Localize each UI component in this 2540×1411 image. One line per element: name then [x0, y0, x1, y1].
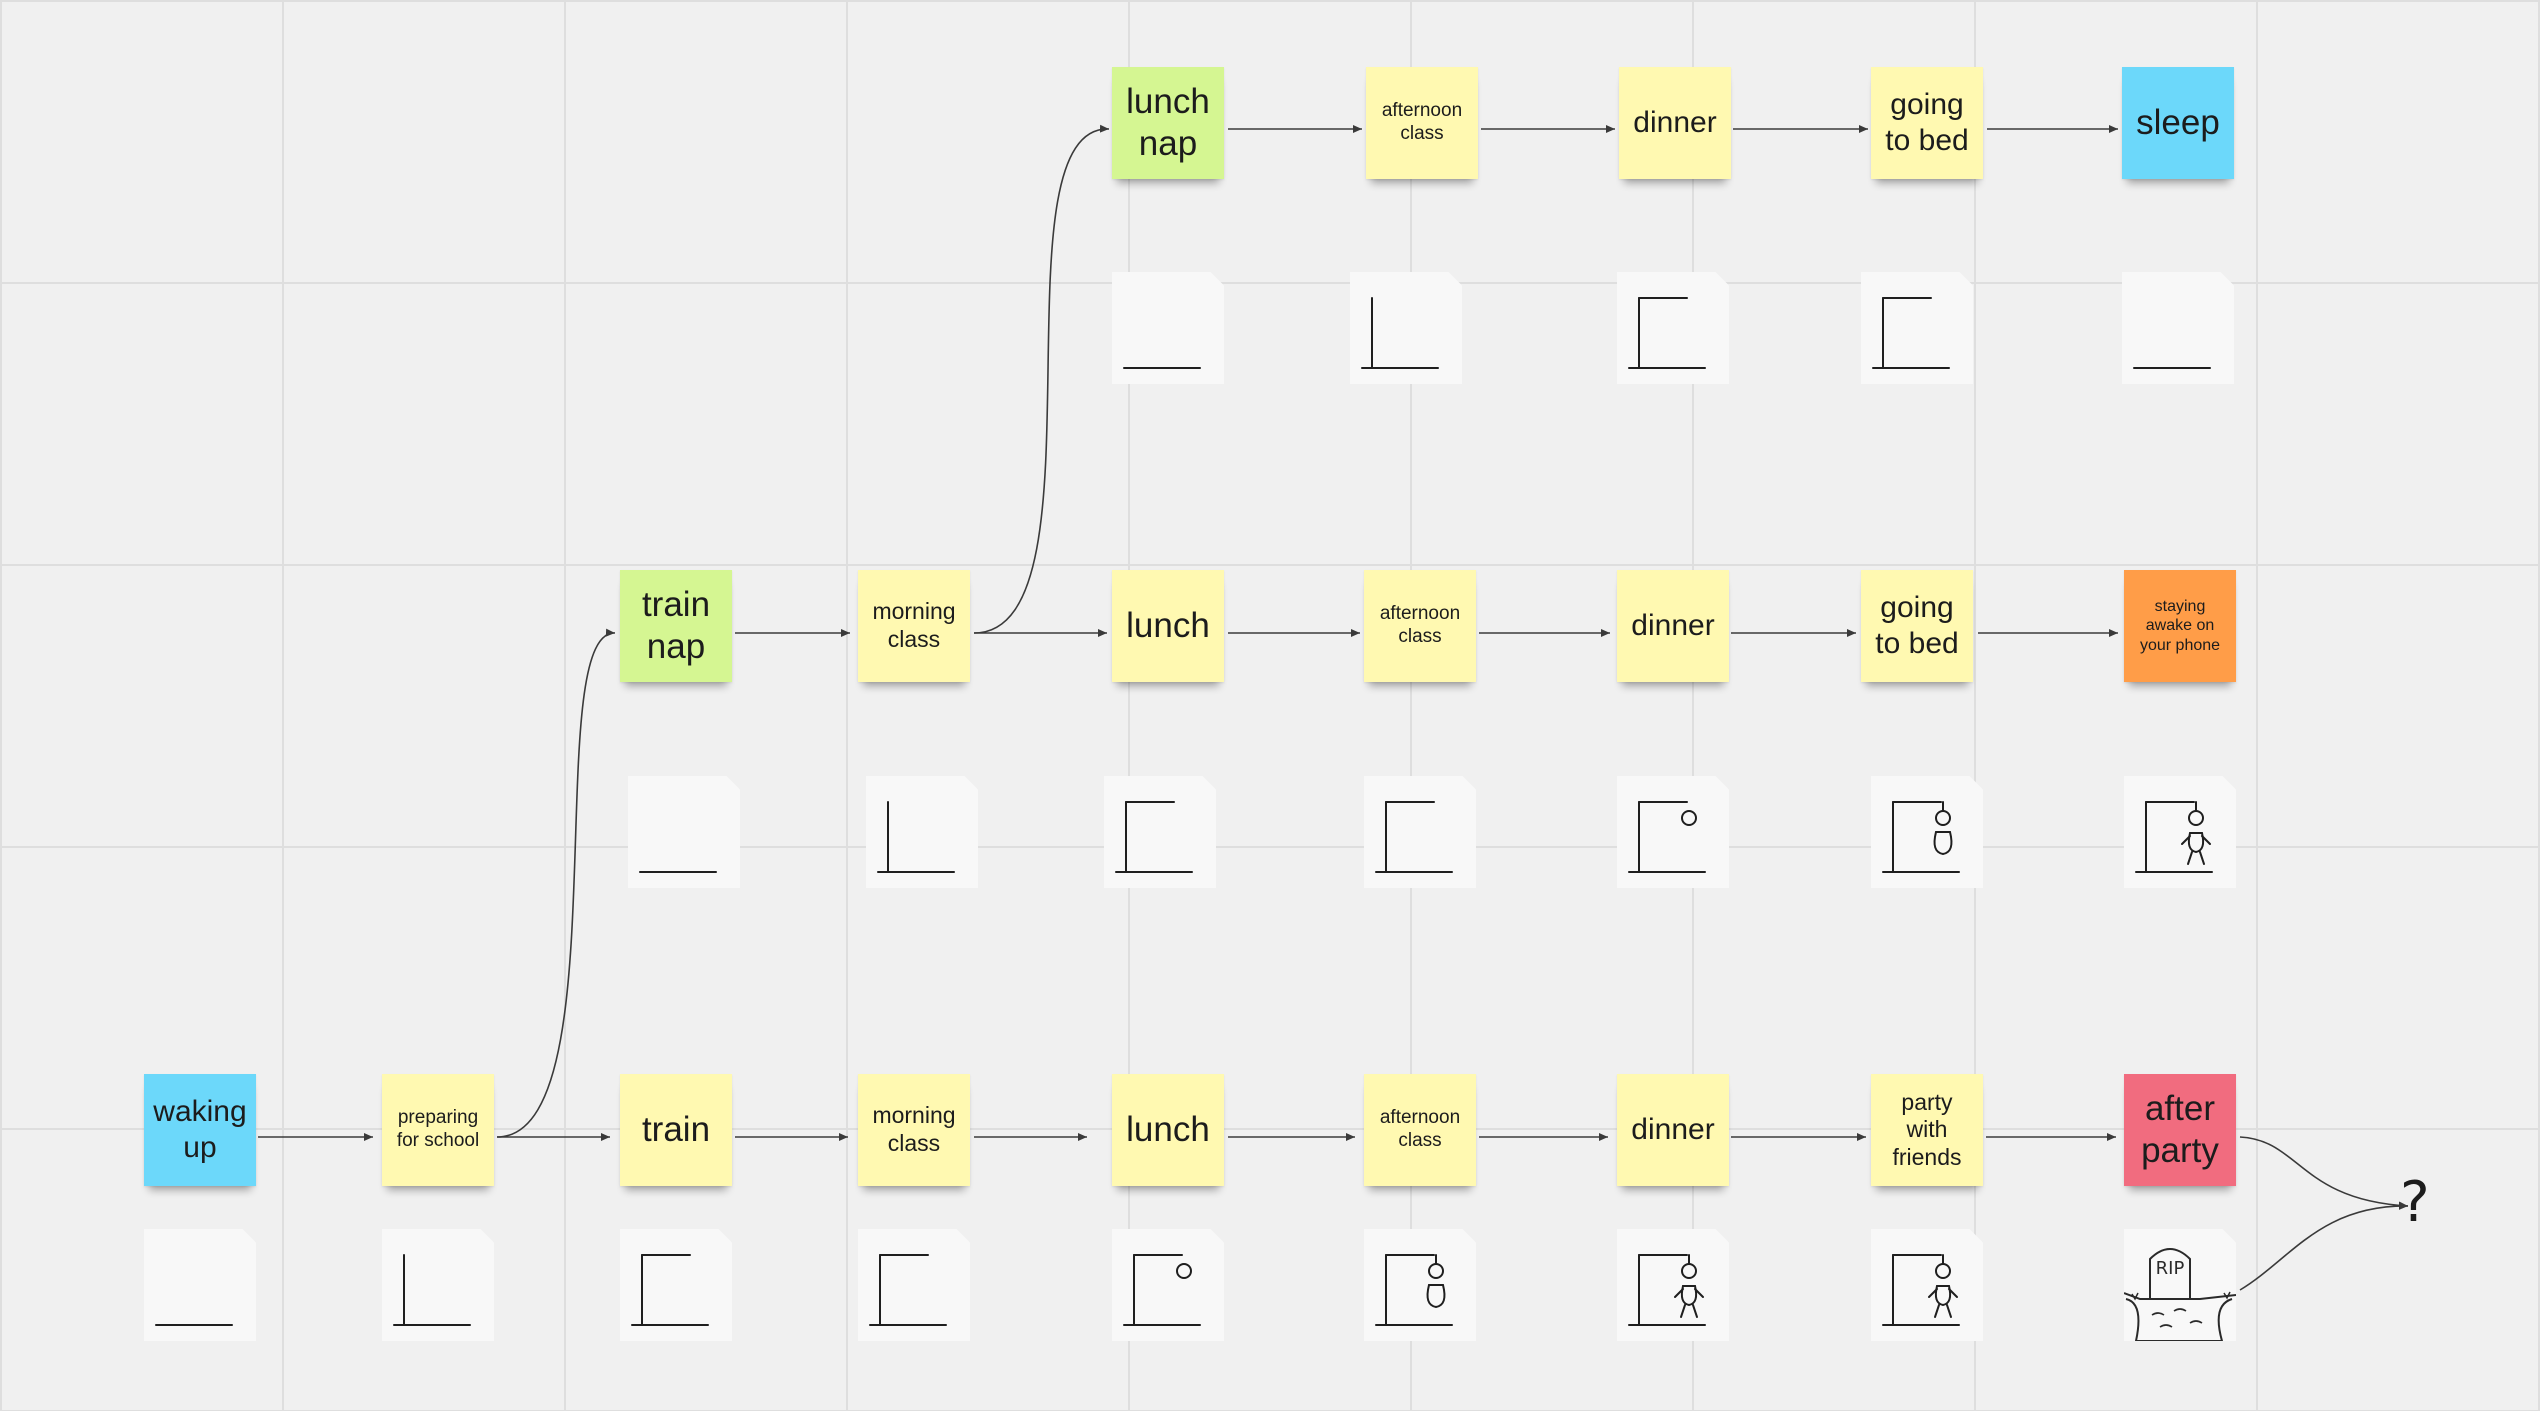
hangman-drawing-icon: [877, 801, 955, 873]
hangman-drawing-icon: [155, 1324, 233, 1326]
hangman-card-mid-3[interactable]: [1104, 776, 1216, 888]
sticky-note-dinner-bot[interactable]: dinner: [1617, 1074, 1729, 1186]
sticky-note-preparing[interactable]: preparing for school: [382, 1074, 494, 1186]
sticky-note-train-nap[interactable]: train nap: [620, 570, 732, 682]
hangman-card-mid-2[interactable]: [866, 776, 978, 888]
sticky-note-after-party[interactable]: after party: [2124, 1074, 2236, 1186]
sticky-note-text: afternoon class: [1379, 1107, 1461, 1151]
arrow-morning-to-lunchnap: [973, 124, 1110, 634]
sticky-note-phone[interactable]: staying awake on your phone: [2124, 570, 2236, 682]
hangman-drawing-icon: [1872, 297, 1950, 369]
sticky-note-sleep[interactable]: sleep: [2122, 67, 2234, 179]
sticky-note-dinner-mid[interactable]: dinner: [1617, 570, 1729, 682]
sticky-note-text: preparing for school: [396, 1107, 480, 1151]
sticky-note-morning-mid[interactable]: morning class: [858, 570, 970, 682]
hangman-drawing-icon: [393, 1254, 471, 1326]
sticky-note-text: morning class: [872, 598, 956, 652]
hangman-drawing-icon: [869, 1254, 947, 1326]
hangman-drawing-icon: [1123, 367, 1201, 369]
hangman-drawing-icon: [639, 871, 717, 873]
sticky-note-bed-mid[interactable]: going to bed: [1861, 570, 1973, 682]
hangman-drawing-icon: [1882, 1254, 1960, 1326]
hangman-card-bot-5[interactable]: [1112, 1229, 1224, 1341]
hangman-drawing-icon: [1882, 801, 1960, 873]
hangman-card-mid-7[interactable]: [2124, 776, 2236, 888]
sticky-note-text: dinner: [1631, 1113, 1715, 1146]
sticky-note-text: waking up: [153, 1095, 247, 1164]
hangman-card-bot-1[interactable]: [144, 1229, 256, 1341]
sticky-note-afternoon-mid[interactable]: afternoon class: [1364, 570, 1476, 682]
hangman-card-bot-6[interactable]: [1364, 1229, 1476, 1341]
hangman-card-top-3[interactable]: [1617, 272, 1729, 384]
sticky-note-text: train nap: [641, 585, 711, 666]
hangman-drawing-icon: [1628, 297, 1706, 369]
hangman-card-bot-2[interactable]: [382, 1229, 494, 1341]
sticky-note-text: dinner: [1631, 609, 1715, 642]
arrow-afterparty-to-end: [2239, 1136, 2409, 1210]
hangman-card-bot-8[interactable]: [1871, 1229, 1983, 1341]
sticky-note-text: lunch: [1126, 606, 1210, 645]
arrow-preparing-to-trainnap: [496, 628, 616, 1138]
sticky-note-text: after party: [2141, 1089, 2219, 1170]
sticky-note-text: afternoon class: [1379, 603, 1461, 647]
hangman-drawing-icon: [1628, 1254, 1706, 1326]
gravestone-label: RIP: [2156, 1258, 2185, 1279]
sticky-note-afternoon-top[interactable]: afternoon class: [1366, 67, 1478, 179]
hangman-drawing-icon: [1628, 801, 1706, 873]
hangman-card-bot-7[interactable]: [1617, 1229, 1729, 1341]
sticky-note-text: dinner: [1633, 106, 1717, 139]
hangman-drawing-icon: [2133, 367, 2211, 369]
hangman-drawing-icon: [1375, 801, 1453, 873]
sticky-note-train[interactable]: train: [620, 1074, 732, 1186]
sticky-note-text: party with friends: [1892, 1088, 1962, 1170]
hangman-card-bot-4[interactable]: [858, 1229, 970, 1341]
hangman-card-mid-6[interactable]: [1871, 776, 1983, 888]
sticky-note-afternoon-bot[interactable]: afternoon class: [1364, 1074, 1476, 1186]
hangman-card-top-5[interactable]: [2122, 272, 2234, 384]
hangman-card-mid-4[interactable]: [1364, 776, 1476, 888]
sticky-note-text: lunch: [1126, 1110, 1210, 1149]
sticky-note-text: sleep: [2136, 103, 2220, 142]
sticky-note-dinner-top[interactable]: dinner: [1619, 67, 1731, 179]
hangman-card-mid-1[interactable]: [628, 776, 740, 888]
hangman-drawing-icon: [1375, 1254, 1453, 1326]
hangman-drawing-icon: [2135, 801, 2213, 873]
sticky-note-lunch-mid[interactable]: lunch: [1112, 570, 1224, 682]
sticky-note-party[interactable]: party with friends: [1871, 1074, 1983, 1186]
hangman-drawing-icon: [1361, 297, 1439, 369]
hangman-drawing-icon: [631, 1254, 709, 1326]
hangman-card-mid-5[interactable]: [1617, 776, 1729, 888]
gravestone-card[interactable]: RIP: [2124, 1229, 2236, 1341]
arrow-grave-to-end: [2239, 1201, 2409, 1291]
end-question-mark: ?: [2400, 1170, 2430, 1235]
hangman-drawing-icon: [1123, 1254, 1201, 1326]
sticky-note-lunch-bot[interactable]: lunch: [1112, 1074, 1224, 1186]
hangman-card-top-2[interactable]: [1350, 272, 1462, 384]
hangman-card-top-4[interactable]: [1861, 272, 1973, 384]
hangman-drawing-icon: [1115, 801, 1193, 873]
sticky-note-lunch-nap[interactable]: lunch nap: [1112, 67, 1224, 179]
sticky-note-bed-top[interactable]: going to bed: [1871, 67, 1983, 179]
hangman-card-bot-3[interactable]: [620, 1229, 732, 1341]
sticky-note-text: going to bed: [1885, 88, 1969, 157]
sticky-note-text: morning class: [872, 1102, 956, 1156]
sticky-note-waking-up[interactable]: waking up: [144, 1074, 256, 1186]
gravestone-icon: RIP: [2124, 1248, 2236, 1341]
sticky-note-text: train: [641, 1110, 711, 1149]
sticky-note-morning-bot[interactable]: morning class: [858, 1074, 970, 1186]
sticky-note-text: lunch nap: [1126, 82, 1210, 163]
sticky-note-text: staying awake on your phone: [2139, 598, 2221, 654]
hangman-card-top-1[interactable]: [1112, 272, 1224, 384]
sticky-note-text: going to bed: [1875, 591, 1959, 660]
sticky-note-text: afternoon class: [1381, 100, 1463, 144]
